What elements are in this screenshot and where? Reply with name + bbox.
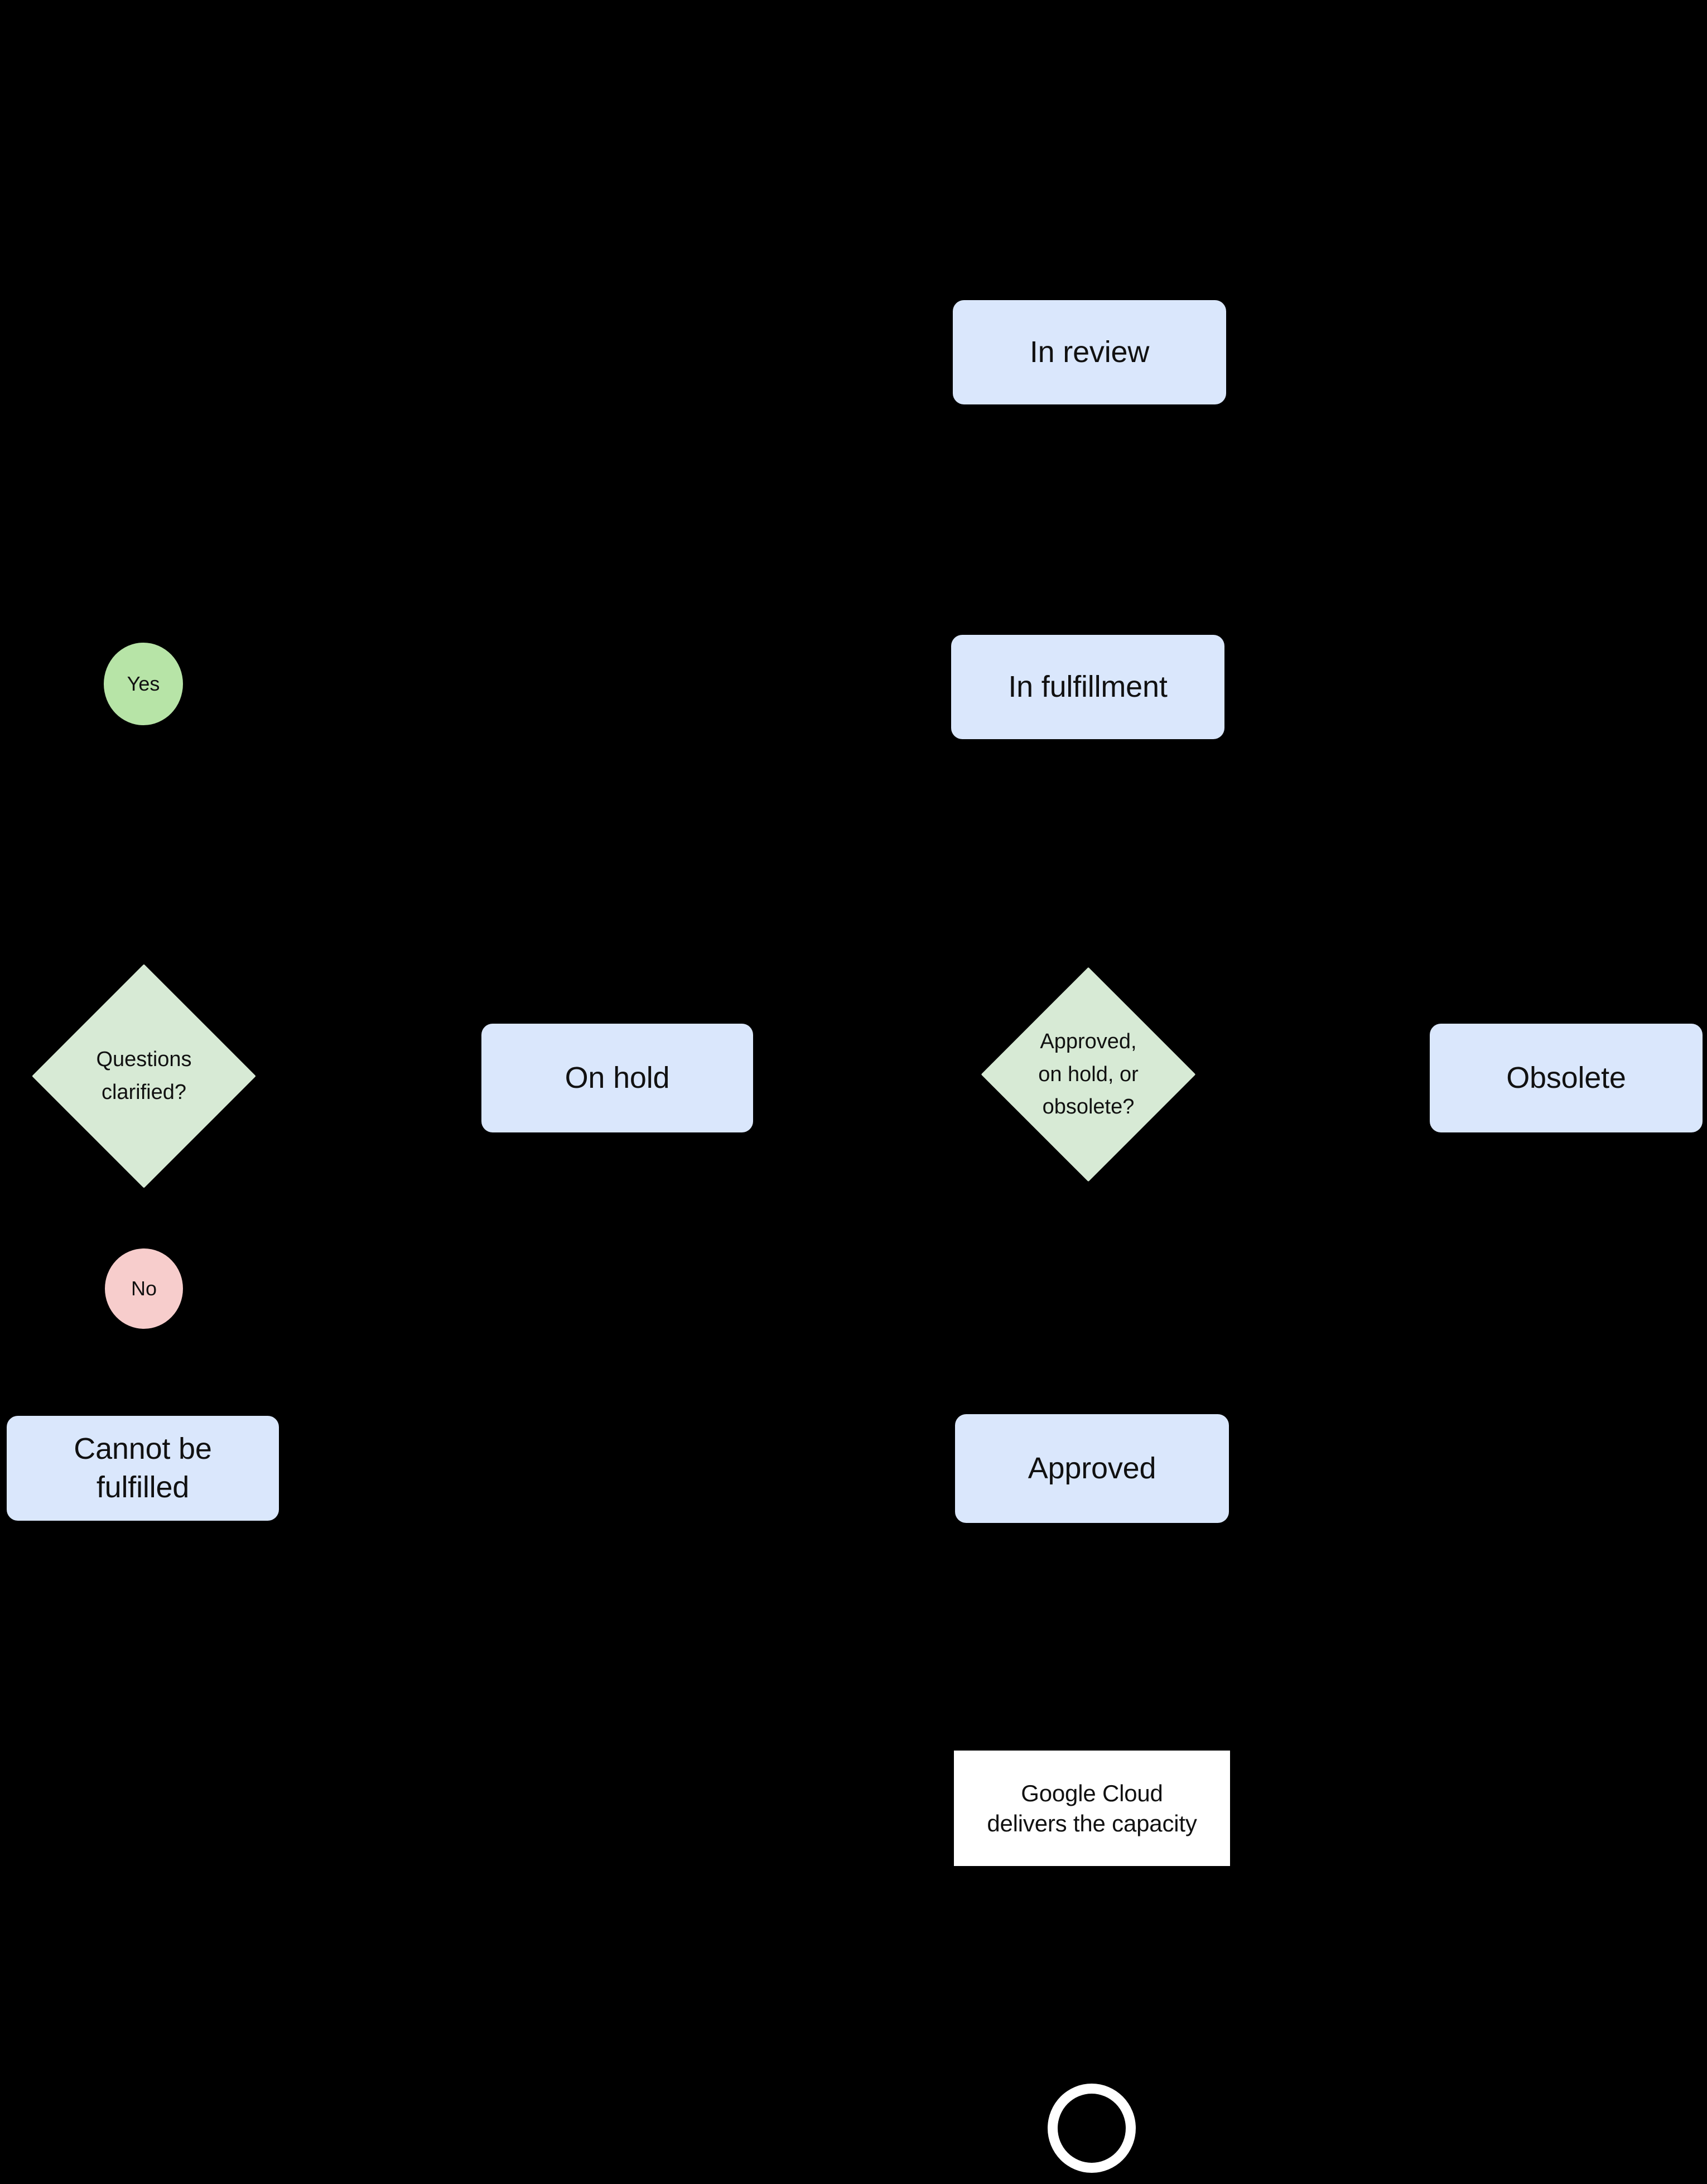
node-in-review-label: In review xyxy=(1029,335,1150,369)
node-questions-clarified-label: Questions clarified? xyxy=(96,1048,192,1104)
branch-label-yes: Yes xyxy=(104,643,183,725)
node-approved[interactable]: Approved xyxy=(955,1414,1229,1523)
node-in-fulfillment-label: In fulfillment xyxy=(1008,669,1168,703)
node-approved-decision[interactable]: Approved, on hold, or obsolete? xyxy=(981,967,1196,1182)
node-on-hold-label: On hold xyxy=(565,1060,670,1095)
node-approved-label: Approved xyxy=(1028,1451,1156,1485)
node-cannot-be-fulfilled-label: Cannot be fulfilled xyxy=(74,1431,212,1504)
node-obsolete[interactable]: Obsolete xyxy=(1430,1024,1703,1132)
node-end-terminator[interactable] xyxy=(1048,2084,1136,2173)
node-approved-decision-label: Approved, on hold, or obsolete? xyxy=(1038,1029,1139,1119)
node-in-fulfillment[interactable]: In fulfillment xyxy=(951,635,1224,739)
node-in-review[interactable]: In review xyxy=(953,300,1226,404)
node-cannot-be-fulfilled[interactable]: Cannot be fulfilled xyxy=(7,1416,279,1521)
branch-label-yes-text: Yes xyxy=(127,672,160,695)
node-on-hold[interactable]: On hold xyxy=(481,1024,753,1132)
branch-label-no-text: No xyxy=(131,1276,157,1300)
node-delivers-capacity-label: Google Cloud delivers the capacity xyxy=(987,1780,1197,1836)
node-questions-clarified[interactable]: Questions clarified? xyxy=(32,964,256,1188)
node-delivers-capacity[interactable]: Google Cloud delivers the capacity xyxy=(954,1751,1230,1866)
branch-label-no: No xyxy=(105,1248,183,1329)
node-obsolete-label: Obsolete xyxy=(1506,1060,1626,1095)
